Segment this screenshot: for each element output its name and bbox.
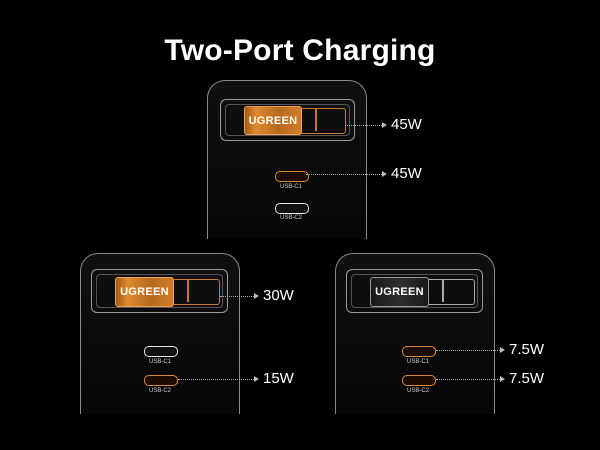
- usb-a-slot: [220, 99, 355, 141]
- c1-watt: 7.5W: [509, 341, 545, 358]
- connector-line: [436, 379, 500, 380]
- usb-a-watt: 45W: [391, 116, 422, 133]
- arrow-icon: [254, 293, 259, 299]
- usb-c1-label: USB-C1: [148, 359, 171, 365]
- usb-c1-port: [402, 346, 436, 357]
- brand-label: UGREEN: [120, 286, 169, 298]
- usb-c1-label: USB-C1: [406, 359, 429, 365]
- charger-left: UGREEN USB-C1 USB-C2: [80, 253, 240, 414]
- c1-watt: 45W: [391, 165, 422, 182]
- usb-a-plug: UGREEN: [115, 277, 174, 307]
- connector-line: [306, 174, 382, 175]
- usb-a-plug: UGREEN: [370, 277, 429, 307]
- connector-line: [178, 379, 254, 380]
- arrow-icon: [500, 376, 505, 382]
- connector-line: [345, 125, 382, 126]
- usb-c1-port: [275, 171, 309, 182]
- page-title: Two-Port Charging: [164, 34, 436, 67]
- usb-a-slot: [346, 269, 483, 313]
- arrow-icon: [382, 171, 387, 177]
- c2-watt: 7.5W: [509, 370, 545, 387]
- cable: [301, 108, 346, 134]
- usb-c2-port: [275, 203, 309, 214]
- charger-top: UGREEN USB-C1 USB-C2: [207, 80, 367, 239]
- arrow-icon: [500, 347, 505, 353]
- usb-c2-label: USB-C2: [148, 388, 171, 394]
- usb-c2-label: USB-C2: [406, 388, 429, 394]
- usb-c1-port: [144, 346, 178, 357]
- connector-line: [220, 296, 254, 297]
- usb-a-watt: 30W: [263, 287, 294, 304]
- arrow-icon: [254, 376, 259, 382]
- usb-a-slot: [91, 269, 228, 313]
- arrow-icon: [382, 122, 387, 128]
- cable: [428, 279, 475, 305]
- connector-line: [436, 350, 500, 351]
- brand-label: UGREEN: [375, 286, 424, 298]
- cable: [173, 279, 220, 305]
- charger-right: UGREEN USB-C1 USB-C2: [335, 253, 495, 414]
- usb-c2-port: [144, 375, 178, 386]
- usb-c2-label: USB-C2: [279, 215, 302, 221]
- usb-c1-label: USB-C1: [279, 184, 302, 190]
- brand-label: UGREEN: [248, 114, 298, 127]
- usb-a-plug: UGREEN: [244, 106, 302, 135]
- c2-watt: 15W: [263, 370, 294, 387]
- usb-c2-port: [402, 375, 436, 386]
